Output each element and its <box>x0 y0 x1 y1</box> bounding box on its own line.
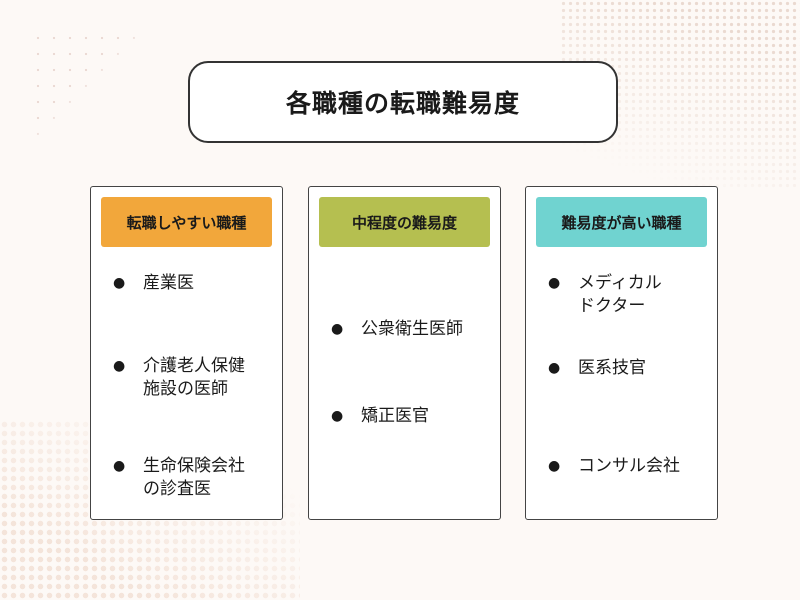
bullet-icon: ● <box>113 275 126 291</box>
bullet-icon: ● <box>548 458 561 474</box>
list-item-text: コンサル会社 <box>578 456 680 476</box>
bullet-icon: ● <box>548 275 561 291</box>
list-item: ● メディカル ドクター <box>548 272 709 318</box>
column-card-easy: 転職しやすい職種 ● 産業医 ● 介護老人保健 施設の医師 ● 生命保険会社 の… <box>90 186 283 520</box>
bullet-icon: ● <box>331 321 344 337</box>
list-item-text: 公衆衛生医師 <box>361 319 463 339</box>
list-item: ● 産業医 <box>113 272 274 295</box>
list-item-text: 介護老人保健 施設の医師 <box>143 356 245 399</box>
title-box: 各職種の転職難易度 <box>188 61 618 143</box>
list-item-text: 矯正医官 <box>361 406 429 426</box>
column-card-hard: 難易度が高い職種 ● メディカル ドクター ● 医系技官 ● コンサル会社 <box>525 186 718 520</box>
page-title: 各職種の転職難易度 <box>285 89 520 118</box>
list-item: ● 介護老人保健 施設の医師 <box>113 355 274 401</box>
column-header-hard: 難易度が高い職種 <box>536 197 707 247</box>
column-header-medium: 中程度の難易度 <box>319 197 490 247</box>
list-item: ● 公衆衛生医師 <box>331 318 492 341</box>
bullet-icon: ● <box>331 408 344 424</box>
bullet-icon: ● <box>548 360 561 376</box>
list-item: ● 矯正医官 <box>331 405 492 428</box>
list-item: ● 生命保険会社 の診査医 <box>113 455 274 501</box>
list-item-text: 生命保険会社 の診査医 <box>143 456 245 499</box>
bullet-icon: ● <box>113 458 126 474</box>
list-item-text: メディカル ドクター <box>578 273 662 316</box>
column-header-easy: 転職しやすい職種 <box>101 197 272 247</box>
list-item-text: 産業医 <box>143 273 194 293</box>
dot-grid-decoration-top-left <box>30 30 150 150</box>
column-card-medium: 中程度の難易度 ● 公衆衛生医師 ● 矯正医官 <box>308 186 501 520</box>
bullet-icon: ● <box>113 358 126 374</box>
list-item-text: 医系技官 <box>578 358 646 378</box>
list-item: ● 医系技官 <box>548 357 709 380</box>
list-item: ● コンサル会社 <box>548 455 709 478</box>
